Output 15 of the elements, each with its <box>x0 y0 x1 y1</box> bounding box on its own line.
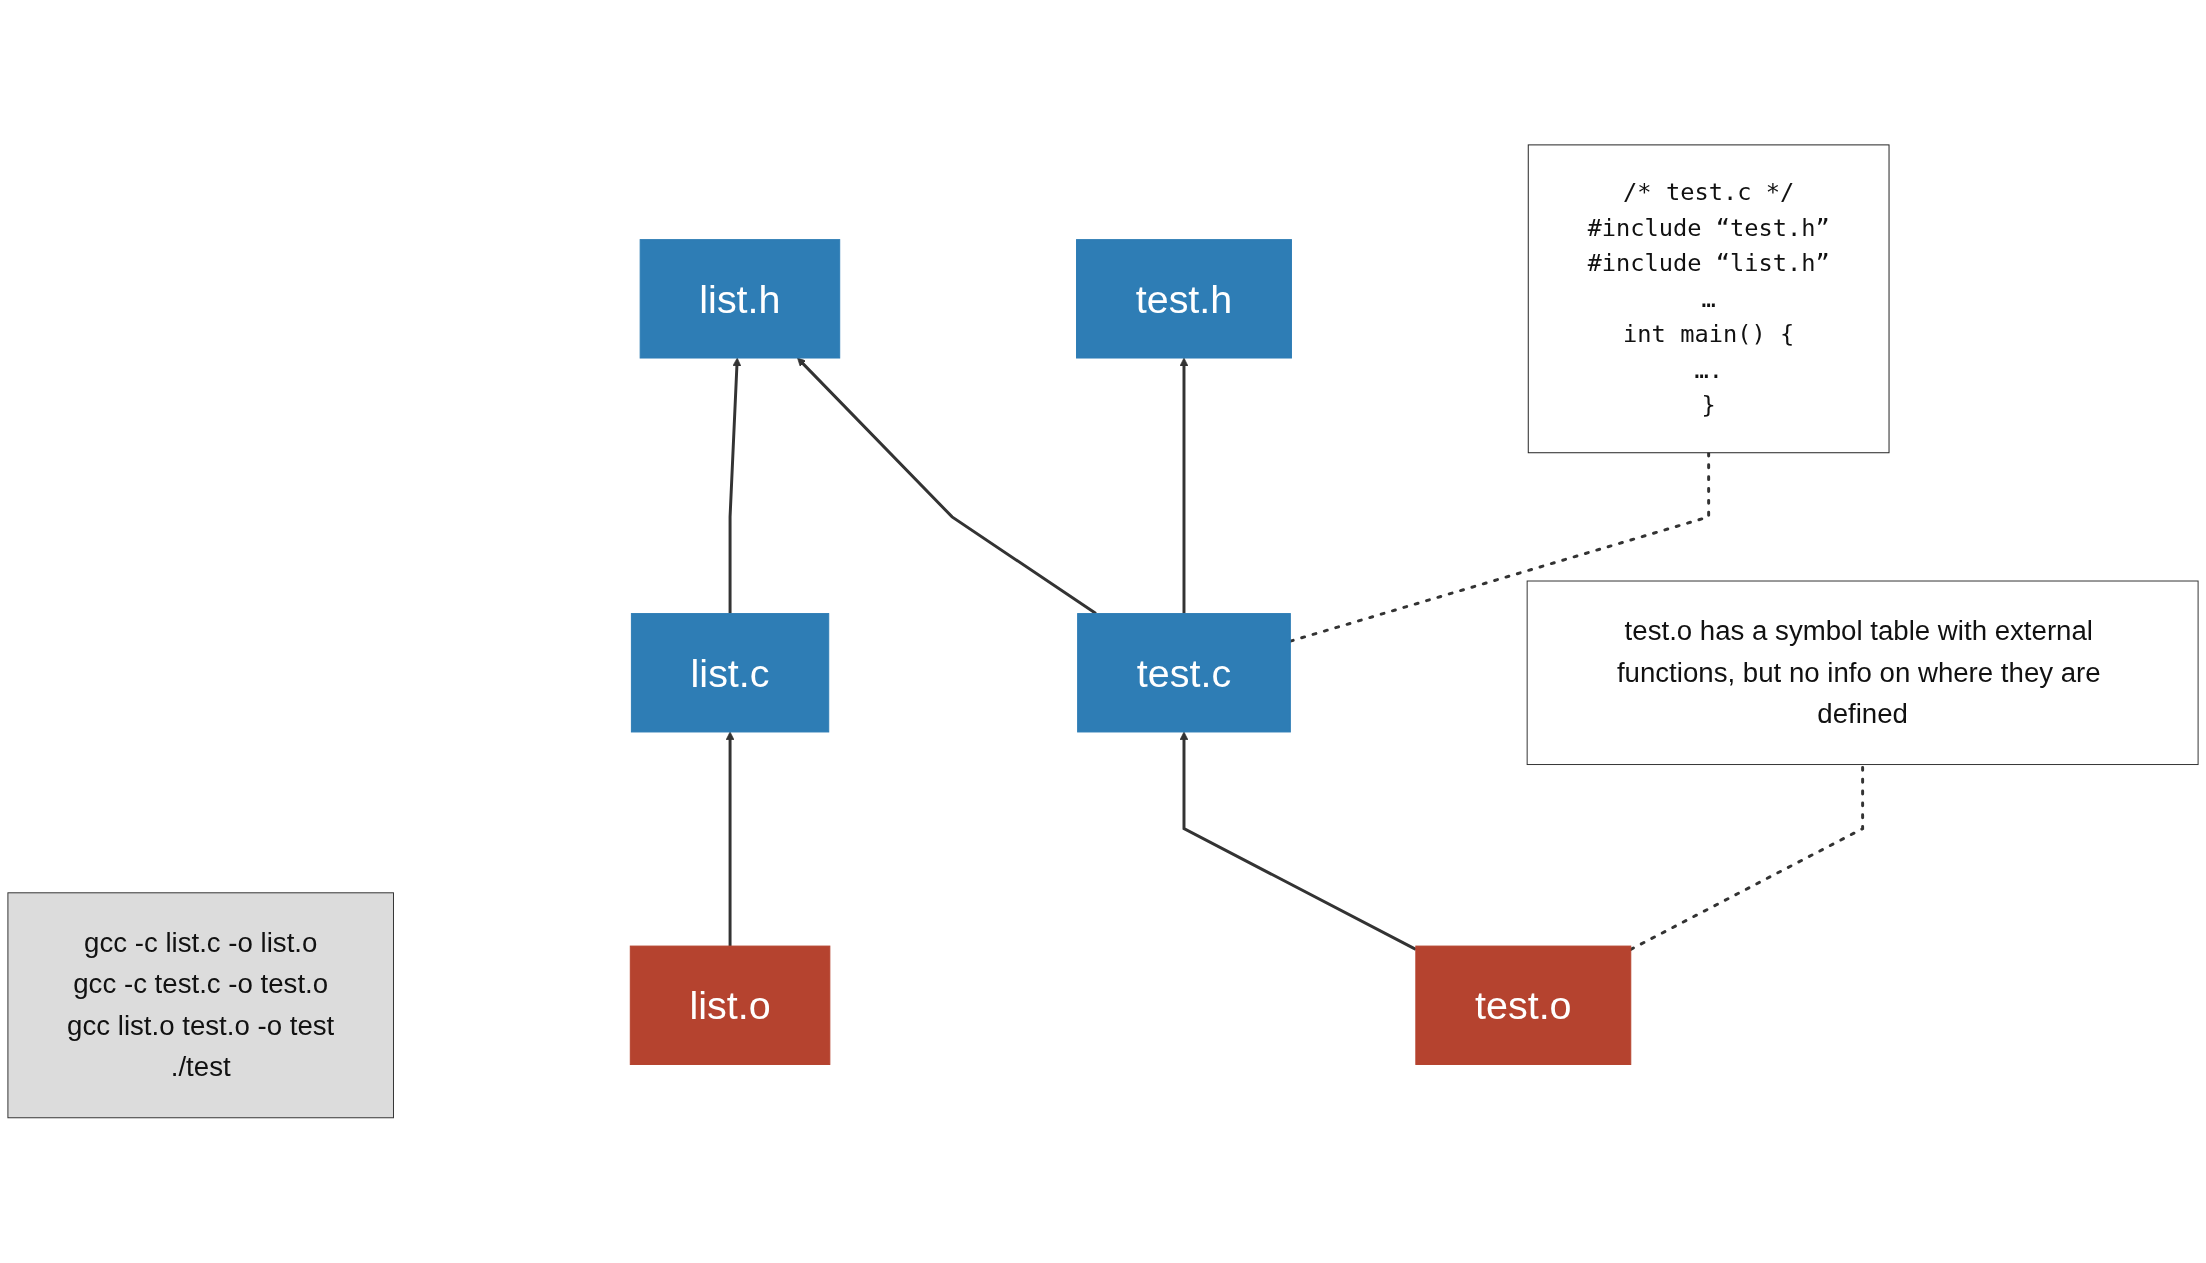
connector <box>1629 763 1865 951</box>
node-box: test.h <box>1076 239 1292 359</box>
node-box: test.o <box>1415 945 1632 1066</box>
node-box: test.c <box>1077 613 1291 733</box>
node-box: list.c <box>630 613 830 733</box>
arrow <box>728 357 742 614</box>
node-box: gcc -c list.c -o list.o gcc -c test.c -o test.o gcc list.o test.o -o test ./test <box>7 892 394 1119</box>
arrow <box>1179 357 1189 614</box>
arrow <box>797 357 1097 615</box>
node-box: /* test.c */ #include “test.h” #include “list.h” … int main() { …. } <box>1527 144 1890 454</box>
arrow <box>1179 731 1417 951</box>
node-box: list.h <box>639 239 841 359</box>
node-box: list.o <box>629 945 831 1066</box>
node-box: test.o has a symbol table with external functions, but no info on where they are defined <box>1526 580 2199 766</box>
arrow <box>725 731 735 947</box>
